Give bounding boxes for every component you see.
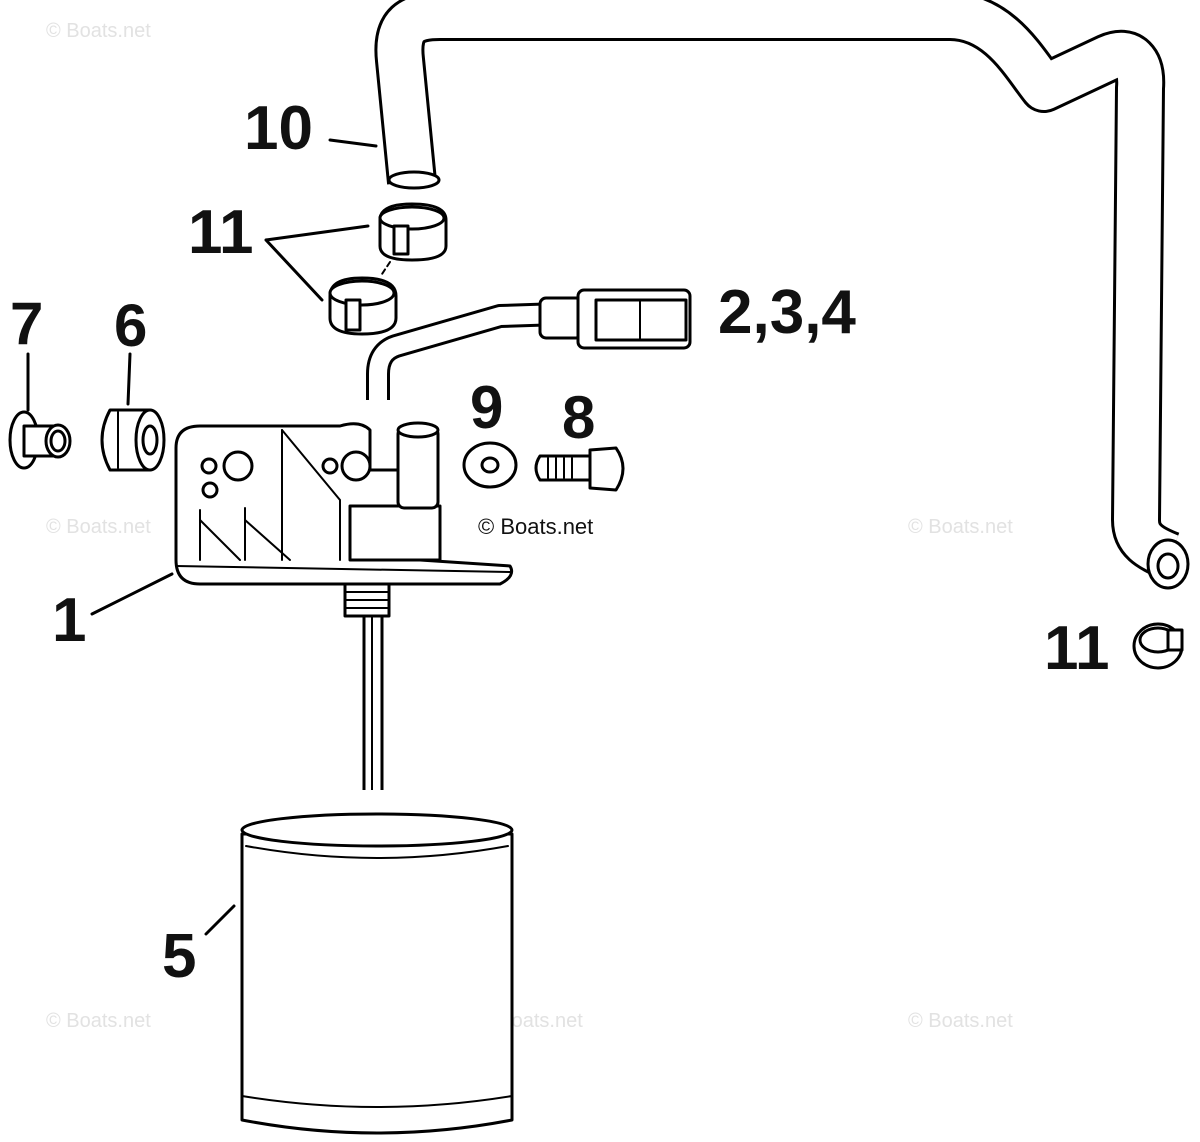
leader-line	[90, 572, 174, 616]
watermark: © Boats.net	[46, 1010, 151, 1032]
callout-7: 7	[10, 290, 44, 357]
callout-2-3-4: 2,3,4	[718, 278, 856, 347]
leader-line	[328, 138, 378, 148]
watermark: © Boats.net	[908, 516, 1013, 538]
wire-harness	[366, 288, 692, 400]
screw	[534, 446, 625, 492]
callout-1: 1	[52, 586, 87, 655]
callout-5: 5	[162, 922, 197, 991]
bushing	[8, 410, 72, 470]
sender-bracket	[174, 421, 514, 790]
watermark: © Boats.net	[908, 1010, 1013, 1032]
hose-clamp	[328, 276, 398, 336]
hose	[374, 0, 1190, 590]
callout-10: 10	[244, 94, 313, 163]
washer	[462, 441, 518, 489]
watermark: © Boats.net	[46, 516, 151, 538]
leader-line	[126, 352, 132, 406]
leader-line	[204, 904, 236, 936]
watermark: © Boats.net	[46, 20, 151, 42]
callout-11-upper: 11	[188, 198, 254, 267]
hose-clamp	[378, 202, 448, 262]
callout-9: 9	[470, 374, 504, 441]
callout-6: 6	[114, 292, 148, 359]
fuel-filter	[240, 812, 514, 1135]
callout-8: 8	[562, 384, 596, 451]
copyright-label: © Boats.net	[478, 514, 594, 539]
hose-clamp	[1132, 622, 1184, 670]
callout-11-lower: 11	[1044, 614, 1110, 683]
leader-line	[264, 224, 370, 302]
grommet	[100, 408, 166, 472]
